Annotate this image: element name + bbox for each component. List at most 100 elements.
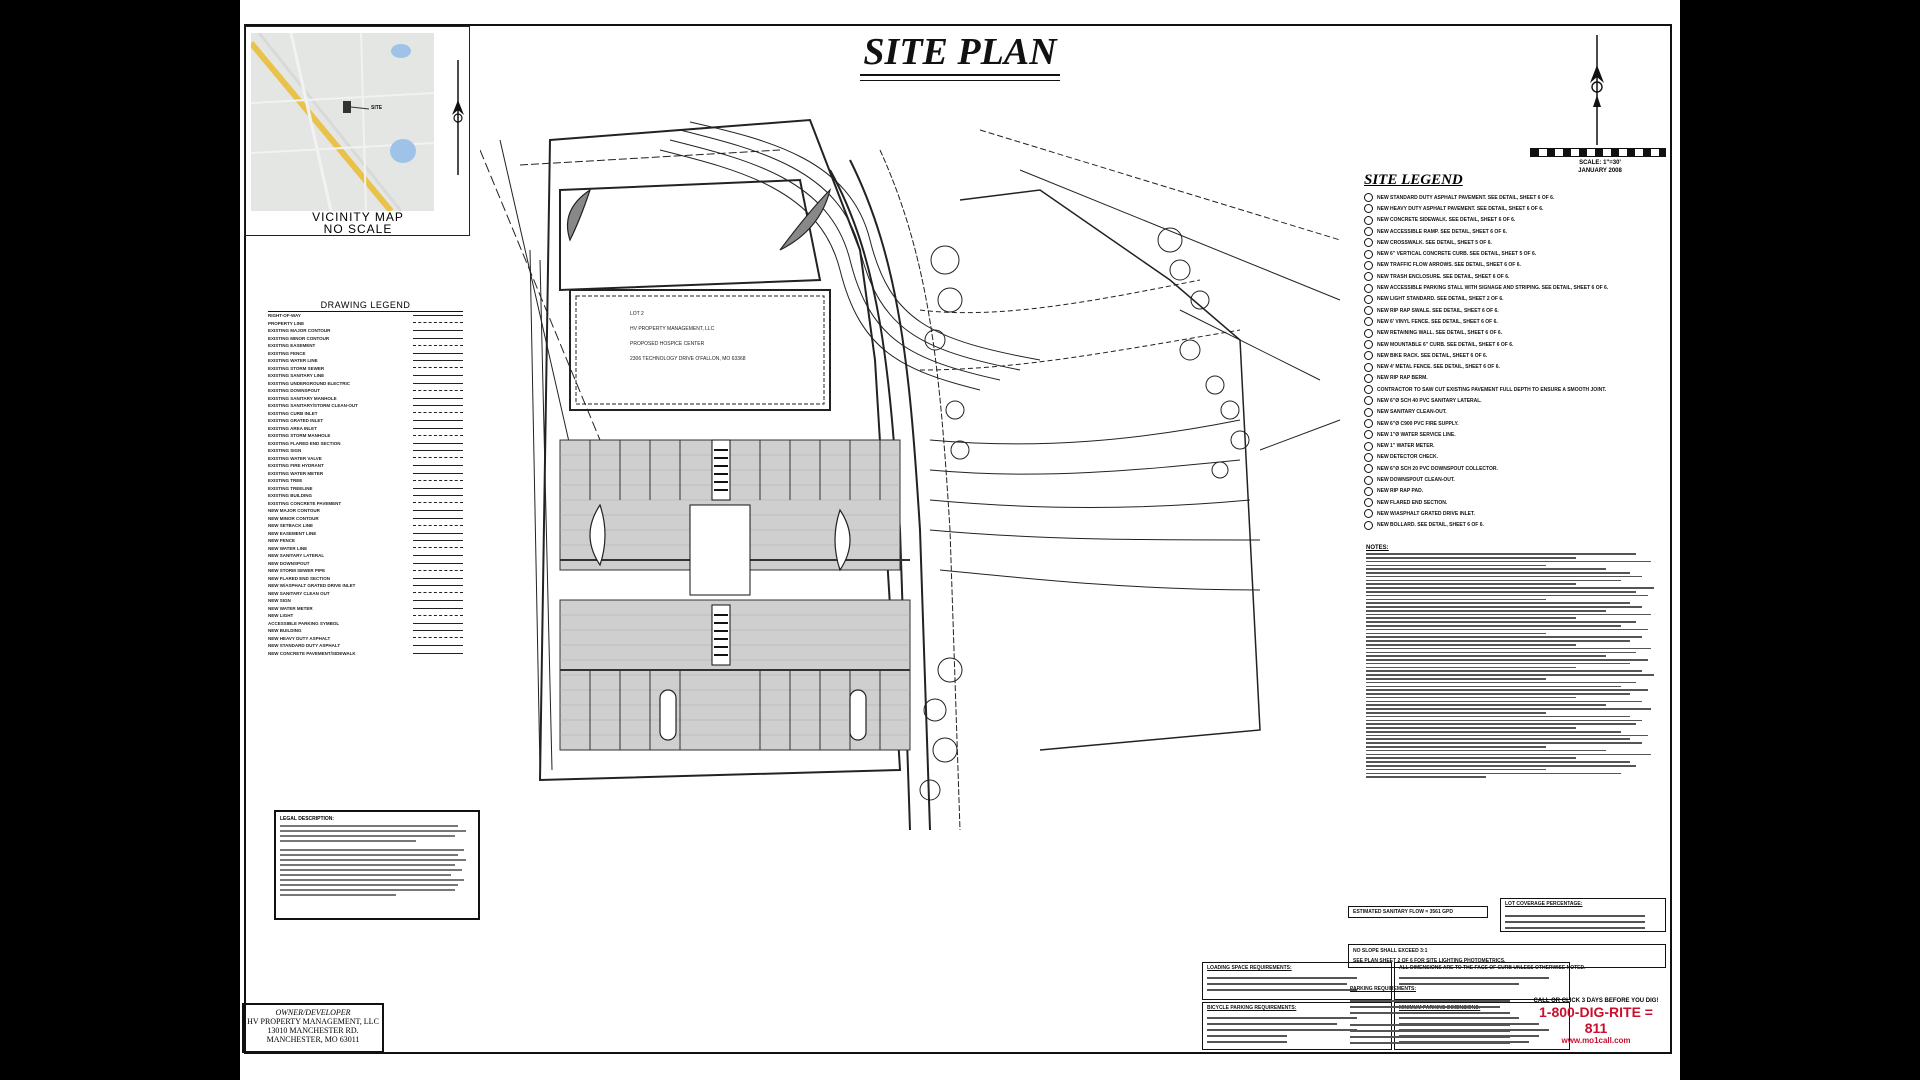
note-text-line <box>1366 700 1642 703</box>
drawing-legend-symbol <box>413 375 463 377</box>
note-text-line <box>1366 674 1654 676</box>
drawing-legend-symbol <box>413 315 463 317</box>
site-legend-item: NEW SANITARY CLEAN-OUT. <box>1364 407 1664 418</box>
note-text-line <box>1366 640 1630 642</box>
drawing-legend-item: EXISTING BUILDING <box>268 492 463 500</box>
drawing-legend-label: NEW CONCRETE PAVEMENT/SIDEWALK <box>268 650 356 656</box>
site-legend-number-icon <box>1364 419 1373 429</box>
drawing-legend-label: NEW SIGN <box>268 598 291 604</box>
site-legend-label: NEW LIGHT STANDARD. SEE DETAIL, SHEET 2 … <box>1377 296 1504 303</box>
note-text-line <box>1366 583 1576 586</box>
slope-note-box: NO SLOPE SHALL EXCEED 3:1 SEE PLAN SHEET… <box>1348 944 1666 968</box>
site-legend-number-icon <box>1364 227 1373 237</box>
site-legend-label: NEW SANITARY CLEAN-OUT. <box>1377 409 1447 416</box>
vicinity-map-graphic <box>251 33 434 211</box>
drawing-legend-item: NEW EASEMENT LINE <box>268 530 463 538</box>
owner-header: OWNER/DEVELOPER <box>275 1008 351 1017</box>
note-text-line <box>1366 636 1642 638</box>
drawing-legend-label: NEW DOWNSPOUT <box>268 560 310 566</box>
drawing-legend-symbol <box>413 442 463 444</box>
owner-line-2: 13010 MANCHESTER RD. <box>267 1026 359 1035</box>
site-legend-title: SITE LEGEND <box>1364 172 1463 188</box>
note-text-line <box>1366 628 1648 631</box>
call-number: 1-800-DIG-RITE = 811 <box>1539 1004 1653 1036</box>
note-text-line <box>1366 632 1546 635</box>
drawing-legend-item: NEW SIGN <box>268 597 463 605</box>
site-legend-label: NEW HEAVY DUTY ASPHALT PAVEMENT. SEE DET… <box>1377 205 1544 212</box>
parking-requirements-text: PARKING REQUIREMENTS: <box>1350 986 1417 992</box>
drawing-legend-title: DRAWING LEGEND <box>268 300 463 312</box>
note-text-line <box>1366 613 1651 616</box>
note-text-line <box>1366 670 1642 672</box>
note-text-line <box>1366 727 1576 729</box>
drawing-legend-label: EXISTING CURB INLET <box>268 410 318 416</box>
drawing-legend-label: NEW MAJOR CONTOUR <box>268 508 320 514</box>
drawing-legend-symbol <box>413 337 463 339</box>
site-legend-rows: NEW STANDARD DUTY ASPHALT PAVEMENT. SEE … <box>1364 192 1664 531</box>
plan-address-label: 2306 TECHNOLOGY DRIVE O'FALLON, MO 63368 <box>630 356 746 362</box>
drawing-legend-label: NEW FENCE <box>268 538 295 544</box>
note-text-line <box>1366 594 1648 597</box>
site-legend-label: NEW RIP RAP PAD. <box>1377 488 1424 495</box>
drawing-legend-label: NEW STANDARD DUTY ASPHALT <box>268 643 341 649</box>
site-legend-number-icon <box>1364 475 1373 485</box>
drawing-legend-symbol <box>413 344 463 347</box>
drawing-legend-label: EXISTING FIRE HYDRANT <box>268 463 324 469</box>
drawing-legend-item: NEW W/ASPHALT GRATED DRIVE INLET <box>268 582 463 590</box>
drawing-legend-symbol <box>413 592 463 594</box>
site-legend-item: NEW 6"Ø SCH 20 PVC DOWNSPOUT COLLECTOR. <box>1364 463 1664 474</box>
drawing-legend-item: NEW STANDARD DUTY ASPHALT <box>268 642 463 650</box>
note-text-line <box>1366 564 1546 567</box>
drawing-legend-item: NEW DOWNSPOUT <box>268 560 463 568</box>
note-text-line <box>1366 556 1576 559</box>
drawing-legend-symbol <box>413 457 463 459</box>
site-legend-number-icon <box>1364 340 1373 349</box>
note-text-line <box>1366 761 1630 763</box>
drawing-legend-label: NEW STORM SEWER PIPE <box>268 568 326 574</box>
site-legend-label: NEW RIP RAP SWALE. SEE DETAIL, SHEET 6 O… <box>1377 307 1499 314</box>
plan-owner-label: HV PROPERTY MANAGEMENT, LLC <box>630 326 715 332</box>
drawing-legend-label: EXISTING UNDERGROUND ELECTRIC <box>268 380 351 386</box>
site-legend-number-icon <box>1364 441 1373 451</box>
owner-line-3: MANCHESTER, MO 63011 <box>266 1035 360 1044</box>
drawing-legend-symbol <box>413 585 463 587</box>
drawing-legend-label: EXISTING FENCE <box>268 350 306 356</box>
site-legend-item: NEW FLARED END SECTION. <box>1364 497 1664 508</box>
drawing-legend-item: EXISTING STORM MANHOLE <box>268 432 463 440</box>
site-legend-item: NEW 4' METAL FENCE. SEE DETAIL, SHEET 6 … <box>1364 361 1664 372</box>
site-legend-item: NEW 1"Ø WATER SERVICE LINE. <box>1364 429 1664 440</box>
drawing-legend-item: EXISTING MAJOR CONTOUR <box>268 327 463 335</box>
site-legend-item: NEW TRASH ENCLOSURE. SEE DETAIL, SHEET 6… <box>1364 271 1664 282</box>
site-legend-item: NEW CONCRETE SIDEWALK. SEE DETAIL, SHEET… <box>1364 215 1664 226</box>
drawing-legend-symbol <box>413 614 463 617</box>
owner-developer-box: OWNER/DEVELOPER HV PROPERTY MANAGEMENT, … <box>242 1003 384 1053</box>
drawing-legend-symbol <box>413 479 463 482</box>
site-legend-item: NEW LIGHT STANDARD. SEE DETAIL, SHEET 2 … <box>1364 294 1664 305</box>
drawing-legend-symbol <box>413 532 463 534</box>
drawing-legend-label: RIGHT-OF-WAY <box>268 313 301 319</box>
drawing-legend-symbol <box>413 547 463 549</box>
note-text-line <box>1366 757 1576 759</box>
site-legend-label: NEW 6' VINYL FENCE. SEE DETAIL, SHEET 6 … <box>1377 318 1498 325</box>
drawing-legend-item: EXISTING FENCE <box>268 350 463 358</box>
note-text-line <box>1366 625 1621 627</box>
vicinity-map-image: SITE <box>251 33 434 211</box>
sanitary-flow-box: ESTIMATED SANITARY FLOW = 3561 GPD <box>1348 906 1488 918</box>
site-legend-number-icon <box>1364 283 1373 293</box>
drawing-legend-symbol <box>413 562 463 564</box>
drawing-legend-symbol <box>413 405 463 407</box>
note-text-line <box>1366 768 1546 771</box>
call-before-you-dig: CALL OR CLICK 3 DAYS BEFORE YOU DIG! 1-8… <box>1530 998 1662 1046</box>
drawing-legend-symbol <box>413 524 463 527</box>
site-legend-item: NEW RIP RAP PAD. <box>1364 486 1664 497</box>
site-plan-drawing: LOT 2 HV PROPERTY MANAGEMENT, LLC PROPOS… <box>480 118 1341 831</box>
lot-coverage-text: LOT COVERAGE PERCENTAGE: <box>1505 901 1583 907</box>
drawing-legend-item: NEW BUILDING <box>268 627 463 635</box>
site-plan-sheet: SITE PLAN SITE VICINITY MAP NO SCALE <box>240 0 1680 1080</box>
note-text-line <box>1366 587 1654 589</box>
site-legend-item: NEW DETECTOR CHECK. <box>1364 452 1664 463</box>
site-legend-label: NEW CONCRETE SIDEWALK. SEE DETAIL, SHEET… <box>1377 217 1516 224</box>
drawing-legend-item: EXISTING DOWNSPOUT <box>268 387 463 395</box>
site-legend-label: NEW 6" VERTICAL CONCRETE CURB. SEE DETAI… <box>1377 251 1537 258</box>
drawing-legend-label: NEW BUILDING <box>268 628 302 634</box>
